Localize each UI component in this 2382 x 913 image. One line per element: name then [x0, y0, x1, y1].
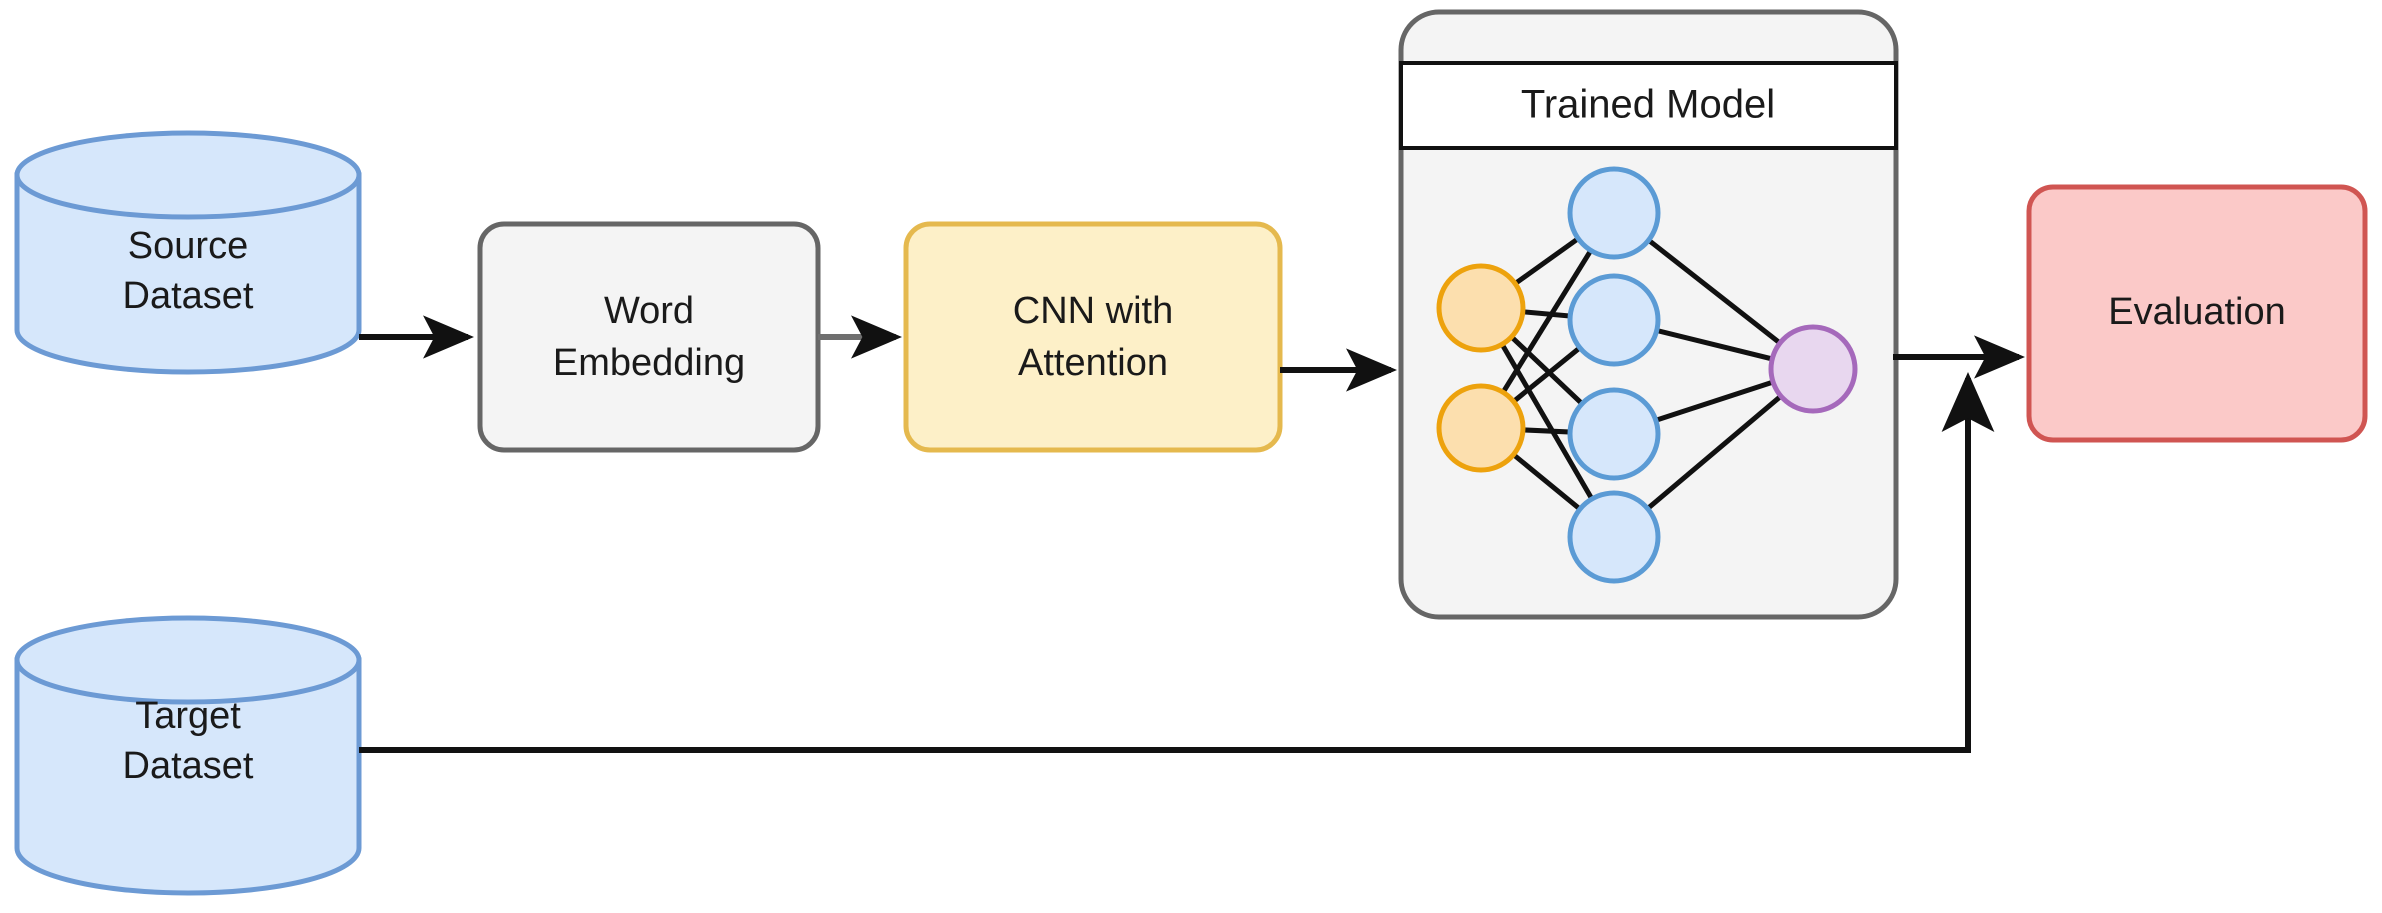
nn-hidden-node-1 [1567, 166, 1661, 260]
cnn-with-attention-label-line2: Attention [1018, 342, 1168, 384]
evaluation-label: Evaluation [2108, 291, 2285, 333]
nn-hidden-node-2 [1567, 273, 1661, 367]
nn-input-node-1 [1436, 263, 1526, 353]
node-cnn-with-attention[interactable]: CNN with Attention [903, 221, 1283, 453]
cnn-with-attention-label-line1: CNN with [1013, 290, 1173, 332]
node-word-embedding[interactable]: Word Embedding [477, 221, 821, 453]
node-target-dataset[interactable]: Target Dataset [14, 615, 362, 896]
nn-hidden-node-3 [1567, 387, 1661, 481]
target-dataset-cylinder-body [14, 657, 362, 896]
nn-input-node-2 [1436, 383, 1526, 473]
neural-network-hidden-layer [1567, 166, 1661, 584]
node-source-dataset[interactable]: Source Dataset [14, 130, 362, 375]
source-dataset-label-line1: Source [128, 225, 248, 267]
nn-hidden-node-4 [1567, 490, 1661, 584]
target-dataset-label-line2: Dataset [123, 745, 254, 787]
neural-network-input-layer [1436, 263, 1526, 473]
word-embedding-label-line2: Embedding [553, 342, 745, 384]
target-dataset-cylinder-top [14, 615, 362, 705]
source-dataset-cylinder-body [14, 172, 362, 375]
edge-target-to-evaluation [359, 372, 1995, 753]
node-evaluation[interactable]: Evaluation [2026, 184, 2368, 443]
arrow-target-to-evaluation [359, 372, 1995, 753]
evaluation-box [2026, 184, 2368, 443]
source-dataset-label-line2: Dataset [123, 275, 254, 317]
node-trained-model[interactable]: Trained Model [1398, 9, 1899, 620]
trained-model-title-bar [1399, 61, 1898, 150]
neural-network-output-layer [1768, 324, 1858, 414]
word-embedding-box [477, 221, 821, 453]
nn-output-node-1 [1768, 324, 1858, 414]
cnn-with-attention-box [903, 221, 1283, 453]
target-dataset-label-line1: Target [135, 695, 241, 737]
source-dataset-cylinder-top [14, 130, 362, 220]
trained-model-title: Trained Model [1521, 83, 1775, 127]
word-embedding-label-line1: Word [604, 290, 694, 332]
